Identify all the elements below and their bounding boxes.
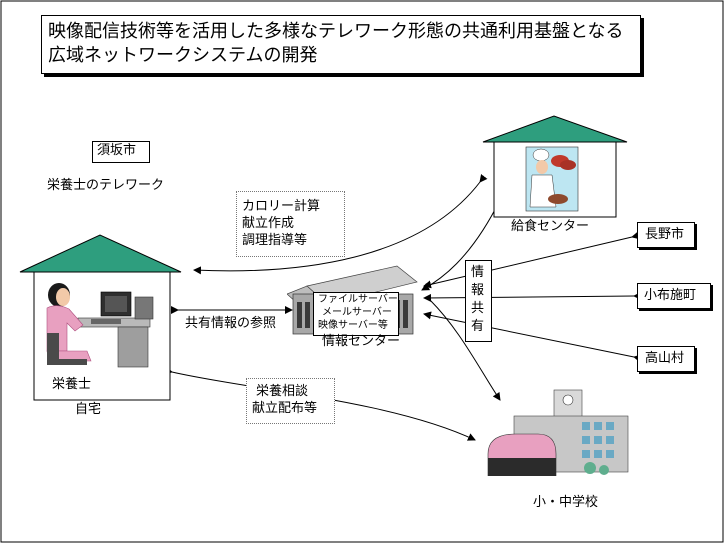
info-share-char: 有 xyxy=(471,319,485,334)
city-label-nagano: 長野市 xyxy=(645,227,685,242)
info-center-label: 情報センター xyxy=(322,334,401,349)
task-item: 調理指導等 xyxy=(242,233,308,248)
title-box xyxy=(41,15,641,74)
kitchen-roof xyxy=(482,115,628,143)
tasks-lower-box xyxy=(246,378,335,424)
school-label: 小・中学校 xyxy=(533,495,599,510)
city-label-takayama: 高山村 xyxy=(645,351,685,366)
server-item: ファイルサーバー xyxy=(318,294,398,305)
shared-ref-label: 共有情報の参照 xyxy=(185,316,277,332)
server-list-box xyxy=(313,292,399,336)
telework-label: 栄養士のテレワーク xyxy=(47,178,165,193)
task-item: 献立作成 xyxy=(242,216,295,231)
city-label-box xyxy=(92,141,150,163)
title-line-1: 映像配信技術等を活用した多様なテレワーク形態の共通利用基盤となる xyxy=(48,21,624,42)
home-kitchen-arrow xyxy=(193,174,488,275)
chef-hat-icon xyxy=(532,148,550,162)
task-item: カロリー計算 xyxy=(242,199,321,214)
city-box-obuse xyxy=(637,283,711,309)
obuse-arrow xyxy=(423,291,642,302)
info-share-box xyxy=(465,260,492,342)
city-box-nagano xyxy=(637,222,695,248)
nagano-arrow xyxy=(423,231,640,289)
home-roof xyxy=(19,234,182,273)
server-item: 映像サーバー等 xyxy=(318,320,388,331)
tasks-upper-box xyxy=(236,191,345,257)
home-house-illustration xyxy=(19,234,182,401)
kitchen-label: 給食センター xyxy=(511,219,590,234)
city-label-obuse: 小布施町 xyxy=(644,288,697,303)
takayama-arrow xyxy=(423,311,642,363)
server-item: メールサーバー xyxy=(322,307,392,318)
city-label: 須坂市 xyxy=(97,143,137,158)
info-share-char: 情 xyxy=(471,265,485,280)
task-item: 献立配布等 xyxy=(252,401,318,416)
title-line-2: 広域ネットワークシステムの開発 xyxy=(48,45,318,66)
task-item: 栄養相談 xyxy=(256,384,309,399)
info-share-char: 共 xyxy=(471,301,485,316)
school-building-illustration xyxy=(487,389,629,476)
clock-icon xyxy=(562,394,574,406)
kitchen-house-illustration xyxy=(482,115,628,218)
city-box-takayama xyxy=(637,346,695,372)
person-label: 栄養士 xyxy=(52,377,92,392)
home-label: 自宅 xyxy=(75,402,102,417)
info-share-char: 報 xyxy=(471,283,485,298)
